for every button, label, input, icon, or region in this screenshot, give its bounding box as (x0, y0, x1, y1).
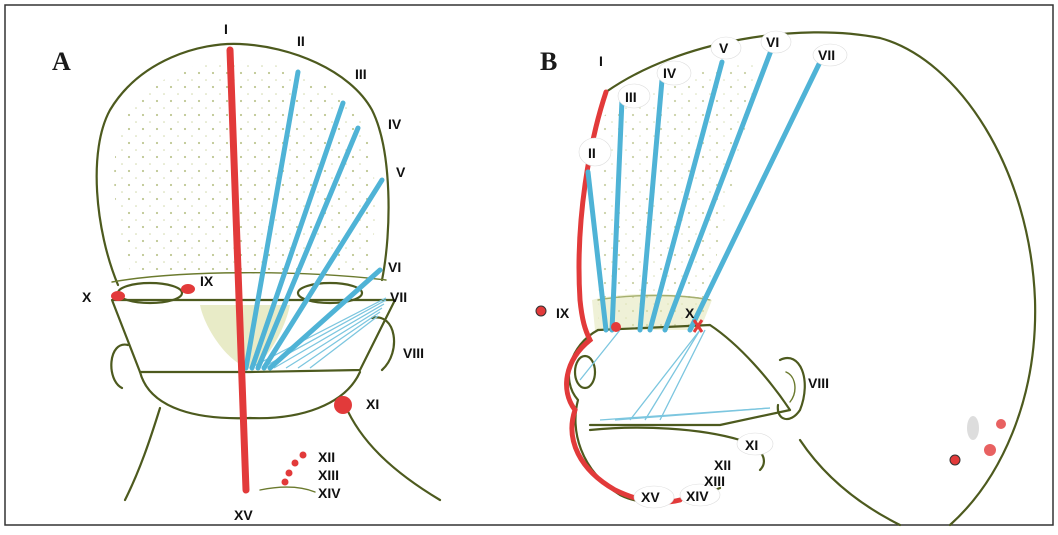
panel-b-label-xi: XI (745, 437, 758, 453)
panel-a-label-v: V (396, 164, 406, 180)
panel-b-label-xii: XII (714, 457, 731, 473)
panel-a-label-vii: VII (390, 289, 407, 305)
panel-b-marker-grey (967, 416, 979, 440)
panel-a-label-x: X (82, 289, 92, 305)
panel-a-label-xii: XII (318, 449, 335, 465)
panel-a-marker-xii (292, 460, 299, 467)
panel-b-marker-forehead (611, 322, 621, 332)
panel-b-label-viii: VIII (808, 375, 829, 391)
panel-a-label-vi: VI (388, 259, 401, 275)
panel-a-label-i: I (224, 21, 228, 37)
panel-b-label-xiv: XIV (686, 488, 709, 504)
panel-a-marker-xiii (286, 470, 293, 477)
panel-b-marker-neck (950, 455, 960, 465)
panel-a-marker-xii (300, 452, 307, 459)
panel-a-label-xi: XI (366, 396, 379, 412)
panel-b-label-xv: XV (641, 489, 660, 505)
panel-b-marker-ix (536, 306, 546, 316)
panel-b-label-i: I (599, 53, 603, 69)
panel-a-marker-x (111, 291, 125, 301)
panel-a-label-ix: IX (200, 273, 214, 289)
panel-b-label-xiii: XIII (704, 473, 725, 489)
panel-b-label-x: X (685, 305, 695, 321)
panel-b-label-vi: VI (766, 34, 779, 50)
panel-a-marker-ix (181, 284, 195, 294)
panel-b-label-iii: III (625, 89, 637, 105)
panel-b-label-vii: VII (818, 47, 835, 63)
panel-a-label-viii: VIII (403, 345, 424, 361)
panel-a-label-ii: II (297, 33, 305, 49)
panel-b-label-v: V (719, 40, 729, 56)
panel-b-label-ix: IX (556, 305, 570, 321)
panel-a-label-xiv: XIV (318, 485, 341, 501)
panel-b-label-ii: II (588, 145, 596, 161)
panel-b-label-iv: IV (663, 65, 677, 81)
panel-a-marker-xiv (282, 479, 289, 486)
panel-a-label-xv: XV (234, 507, 253, 523)
panel-b-marker-back (996, 419, 1006, 429)
panel-a-label-iv: IV (388, 116, 402, 132)
panel-a-letter: A (52, 47, 71, 76)
panel-b-marker-back (984, 444, 996, 456)
panel-a-label-xiii: XIII (318, 467, 339, 483)
panel-b-letter: B (540, 47, 557, 76)
panel-a-marker-xi (334, 396, 352, 414)
panel-a-label-iii: III (355, 66, 367, 82)
